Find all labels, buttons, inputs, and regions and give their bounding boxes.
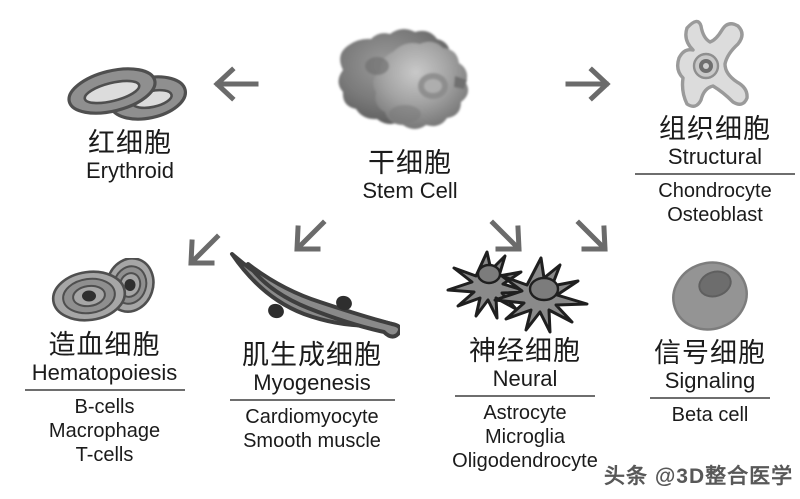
neural-name-en: Neural — [492, 366, 558, 392]
myogenesis-divider — [229, 398, 395, 401]
structural-name-en: Structural — [667, 144, 763, 170]
node-myogenesis: 肌生成细胞 Myogenesis Cardiomyocyte Smooth mu… — [212, 248, 412, 453]
node-signaling: 信号细胞 Signaling Beta cell — [630, 258, 790, 427]
stem-cell-blob-icon — [338, 28, 469, 129]
myogenesis-name-en: Myogenesis — [253, 370, 371, 396]
erythroid-name-en: Erythroid — [85, 158, 175, 184]
hematopoiesis-name-en: Hematopoiesis — [31, 360, 178, 386]
myogenesis-example-1: Cardiomyocyte — [245, 405, 379, 428]
arrow-down-right-icon-1 — [489, 219, 522, 252]
muscle-cells-icon — [230, 252, 400, 339]
hematopoiesis-example-3: T-cells — [75, 444, 134, 467]
hematopoietic-cells-icon — [51, 258, 155, 322]
stem-cell-name-cn: 干细胞 — [368, 148, 452, 178]
myogenesis-name-cn: 肌生成细胞 — [242, 340, 382, 370]
red-blood-cells-icon — [67, 67, 188, 121]
structural-example-1: Chondrocyte — [658, 179, 772, 202]
round-cell-icon — [672, 261, 748, 331]
hematopoiesis-divider — [24, 388, 185, 391]
hematopoiesis-name-cn: 造血细胞 — [48, 330, 161, 360]
structural-name-cn: 组织细胞 — [659, 114, 771, 144]
structural-divider — [635, 172, 795, 175]
arrow-right-icon — [565, 66, 611, 102]
signaling-example-1: Beta cell — [671, 403, 749, 426]
signaling-divider — [650, 396, 770, 399]
neural-name-cn: 神经细胞 — [469, 336, 581, 366]
node-structural: 组织细胞 Structural Chondrocyte Osteoblast — [630, 18, 800, 227]
neural-example-3: Oligodendrocyte — [452, 450, 598, 473]
hematopoiesis-example-2: Macrophage — [48, 420, 161, 443]
arrow-down-left-icon-1 — [188, 233, 221, 266]
arrow-down-left-icon-2 — [294, 219, 327, 252]
node-neural: 神经细胞 Neural Astrocyte Microglia Oligoden… — [420, 248, 630, 474]
node-stem-cell: 干细胞 Stem Cell — [300, 18, 520, 204]
neural-divider — [455, 394, 595, 397]
signaling-name-en: Signaling — [664, 368, 756, 394]
erythroid-name-cn: 红细胞 — [88, 128, 172, 158]
node-hematopoiesis: 造血细胞 Hematopoiesis B-cells Macrophage T-… — [2, 258, 207, 468]
arrow-left-icon — [213, 66, 259, 102]
node-erythroid: 红细胞 Erythroid — [20, 58, 240, 184]
neural-cells-icon — [446, 250, 589, 334]
neural-example-1: Astrocyte — [483, 401, 567, 424]
watermark-text: 头条 @3D整合医学 — [604, 465, 794, 488]
hematopoiesis-example-1: B-cells — [74, 395, 135, 418]
arrow-down-right-icon-2 — [575, 219, 608, 252]
signaling-name-cn: 信号细胞 — [654, 338, 766, 368]
structural-example-2: Osteoblast — [667, 204, 763, 227]
myogenesis-example-2: Smooth muscle — [243, 430, 381, 453]
stem-cell-name-en: Stem Cell — [362, 178, 458, 204]
neural-example-2: Microglia — [484, 426, 566, 449]
stellate-cell-icon — [675, 19, 749, 108]
